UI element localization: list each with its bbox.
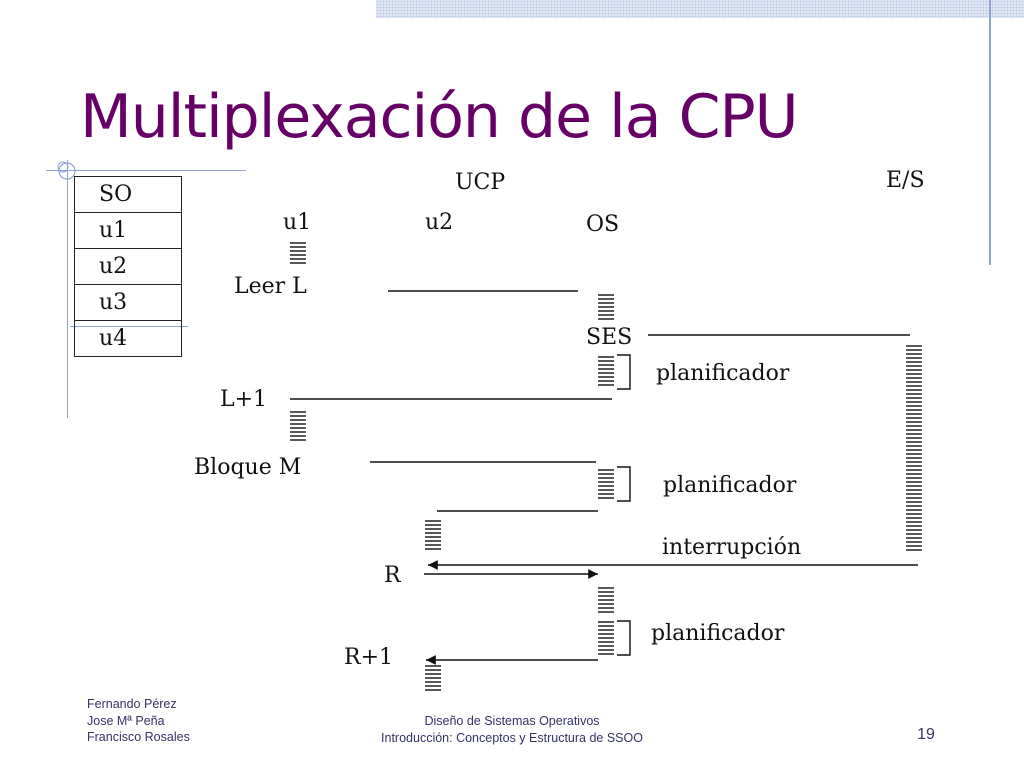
memory-map-table: SO u1 u2 u3 u4 — [74, 176, 182, 357]
instruction-stream-ticks — [425, 520, 441, 550]
footer-author-1: Fernando Pérez — [87, 697, 177, 711]
instruction-stream-ticks — [425, 665, 441, 691]
label-r-plus-1: R+1 — [344, 645, 393, 670]
footer-authors: Fernando Pérez Jose Mª Peña Francisco Ro… — [87, 696, 190, 746]
planificador-bracket-1 — [617, 354, 631, 390]
instruction-stream-ticks — [290, 242, 306, 264]
column-u2: u2 — [425, 210, 454, 235]
label-planificador-1: planificador — [656, 361, 790, 386]
label-interrupcion: interrupción — [662, 535, 802, 560]
footer-subtitle: Introducción: Conceptos y Estructura de … — [381, 730, 643, 745]
instruction-stream-ticks — [290, 411, 306, 441]
planificador-bracket-2 — [617, 466, 631, 502]
instruction-stream-ticks — [598, 294, 614, 320]
memory-cell-u2: u2 — [74, 248, 182, 285]
header-ucp: UCP — [455, 170, 506, 195]
label-bloque-m: Bloque M — [194, 455, 302, 480]
memory-cell-u1: u1 — [74, 212, 182, 249]
label-l-plus-1: L+1 — [220, 387, 268, 412]
footer-course-info: Diseño de Sistemas Operativos Introducci… — [340, 713, 684, 746]
footer-author-3: Francisco Rosales — [87, 730, 190, 744]
instruction-stream-ticks — [598, 356, 614, 386]
header-pattern-band — [376, 0, 1024, 18]
planificador-bracket-3 — [617, 620, 631, 656]
label-r: R — [384, 563, 401, 588]
memory-cell-u3: u3 — [74, 284, 182, 321]
page-number: 19 — [917, 726, 935, 743]
label-ses: SES — [586, 325, 633, 350]
header-es: E/S — [886, 168, 925, 193]
bullet-ornament-icon — [57, 161, 76, 180]
footer-author-2: Jose Mª Peña — [87, 713, 165, 728]
instruction-stream-ticks — [906, 345, 922, 551]
left-accent-line — [67, 160, 68, 418]
label-planificador-3: planificador — [651, 621, 785, 646]
title-underline — [46, 170, 246, 171]
memory-cell-u4: u4 — [74, 320, 182, 357]
column-os: OS — [586, 212, 620, 237]
instruction-stream-ticks — [598, 621, 614, 655]
label-planificador-2: planificador — [663, 473, 797, 498]
label-leer-l: Leer L — [234, 274, 307, 299]
footer-course: Diseño de Sistemas Operativos — [424, 714, 600, 728]
slide-title: Multiplexación de la CPU — [80, 82, 799, 152]
right-accent-line — [989, 0, 991, 265]
instruction-stream-ticks — [598, 469, 614, 499]
column-u1: u1 — [283, 210, 312, 235]
instruction-stream-ticks — [598, 587, 614, 613]
